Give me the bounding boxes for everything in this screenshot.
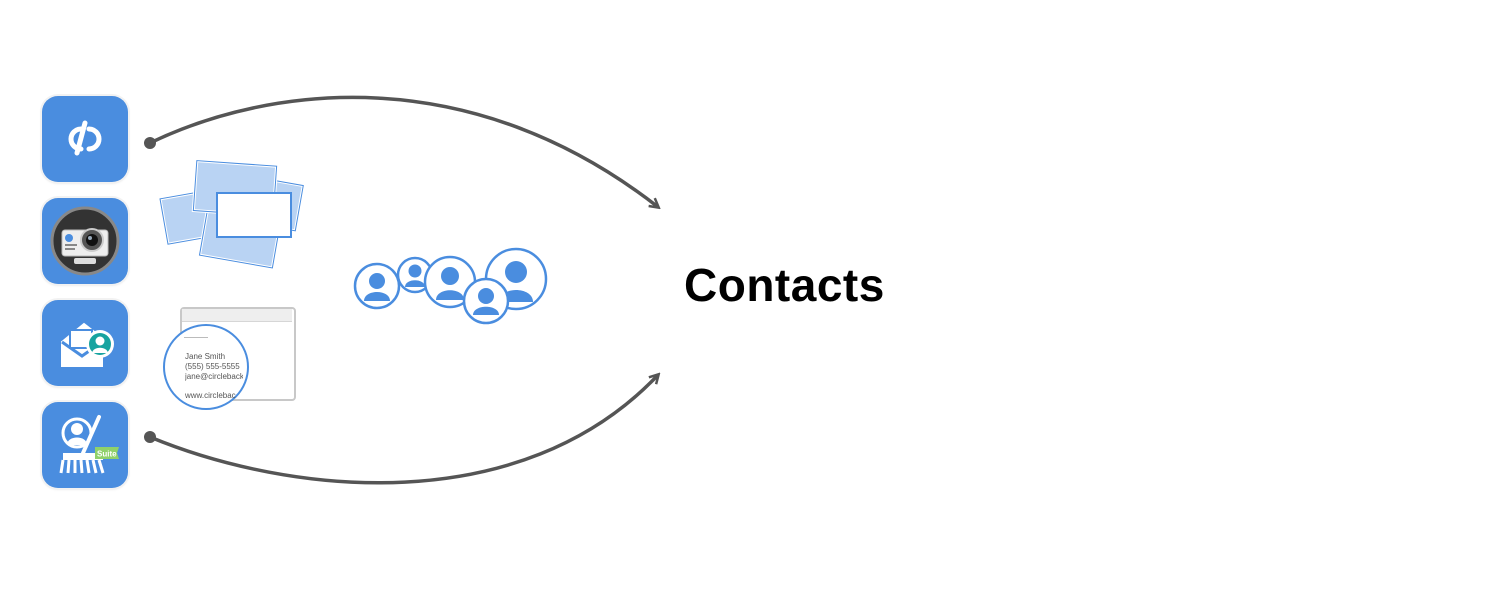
broom-contact-cleanup-icon: Suite [59,415,119,474]
circleback-logo-icon [68,120,102,156]
envelope-contact-icon [61,322,114,367]
suite-badge: Suite [97,450,117,459]
circleback-app-icon[interactable] [42,96,128,182]
top-arrow [149,95,658,207]
business-cards-stack-icon [158,159,306,270]
bottom-arrow [149,375,658,485]
top-arrow-start-dot [144,137,156,149]
person-avatar-5 [462,277,510,325]
person-avatar-1 [353,262,401,310]
person-avatar-2 [396,256,434,294]
magnifier-rule [184,337,208,338]
email-contacts-app-icon[interactable] [42,300,128,386]
card-phone: (555) 555-5555 [185,362,240,371]
people-cluster-icon [353,247,548,325]
card-email: jane@circleback.c [185,372,243,381]
business-card-magnifier [163,324,249,410]
person-avatar-3 [423,255,477,309]
bottom-arrow-start-dot [144,431,156,443]
camera-card-scanner-icon [50,206,120,276]
card-website: www.circlebac [185,391,236,400]
cleanup-suite-app-icon[interactable]: Suite [42,402,128,488]
card-name: Jane Smith [185,352,226,361]
email-window-titlebar [182,309,292,322]
contacts-label: Contacts [684,259,885,311]
card-scanner-app-icon[interactable] [42,198,128,284]
